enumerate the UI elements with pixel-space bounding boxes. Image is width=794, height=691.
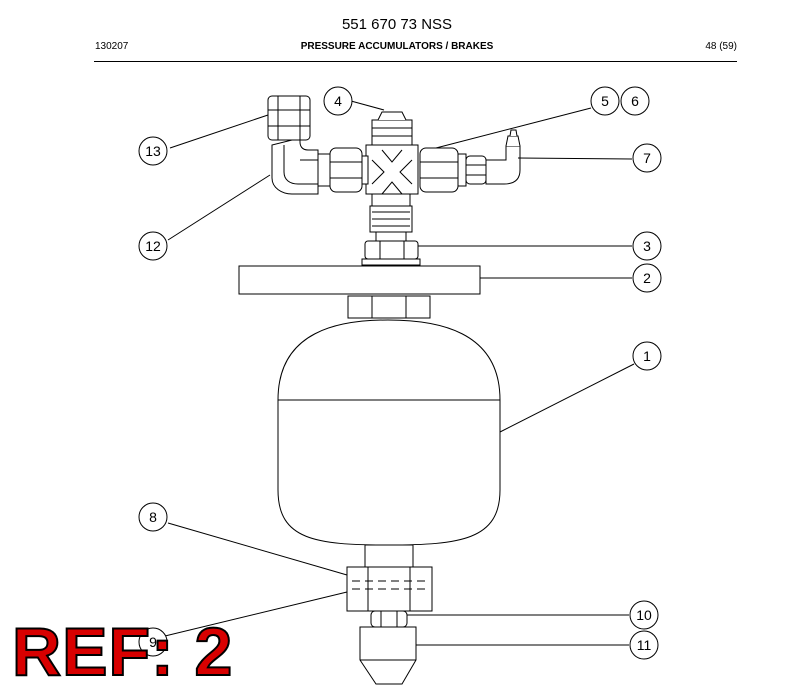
accumulator-neck xyxy=(347,295,431,319)
stem-fitting xyxy=(369,193,413,242)
callout-13: 13 xyxy=(145,143,161,159)
callout-1: 1 xyxy=(643,348,651,364)
document-number: 551 670 73 NSS xyxy=(341,16,453,33)
callout-5: 5 xyxy=(601,93,609,109)
callout-12: 12 xyxy=(145,238,161,254)
callout-9: 9 xyxy=(149,634,157,650)
elbow-fitting xyxy=(271,137,319,195)
callout-10: 10 xyxy=(636,607,652,623)
bottom-cap xyxy=(359,626,417,685)
callout-circles xyxy=(138,86,662,660)
hex-nut xyxy=(361,240,421,266)
lower-port xyxy=(364,544,414,568)
callout-11: 11 xyxy=(637,637,652,653)
callout-3: 3 xyxy=(643,238,651,254)
leader-lines xyxy=(164,100,635,646)
left-coupling xyxy=(317,147,369,193)
lower-fitting xyxy=(370,610,408,628)
top-nut xyxy=(267,95,311,141)
lower-nut xyxy=(346,566,433,612)
ref-stamp: REF: 2 xyxy=(11,614,234,690)
header-code: 130207 xyxy=(95,41,129,52)
callout-8: 8 xyxy=(149,509,157,525)
callout-2: 2 xyxy=(643,270,651,286)
top-cap xyxy=(371,111,413,146)
page-title: PRESSURE ACCUMULATORS / BRAKES xyxy=(300,41,494,52)
cross-fitting xyxy=(365,144,419,195)
callout-6: 6 xyxy=(631,93,639,109)
mounting-plate xyxy=(238,265,481,295)
small-elbow xyxy=(485,129,521,185)
header-rule xyxy=(94,61,737,62)
accumulator-body xyxy=(277,319,501,546)
callout-7: 7 xyxy=(643,150,651,166)
callout-4: 4 xyxy=(334,93,342,109)
right-coupling xyxy=(419,147,487,193)
page-number: 48 (59) xyxy=(705,41,737,52)
